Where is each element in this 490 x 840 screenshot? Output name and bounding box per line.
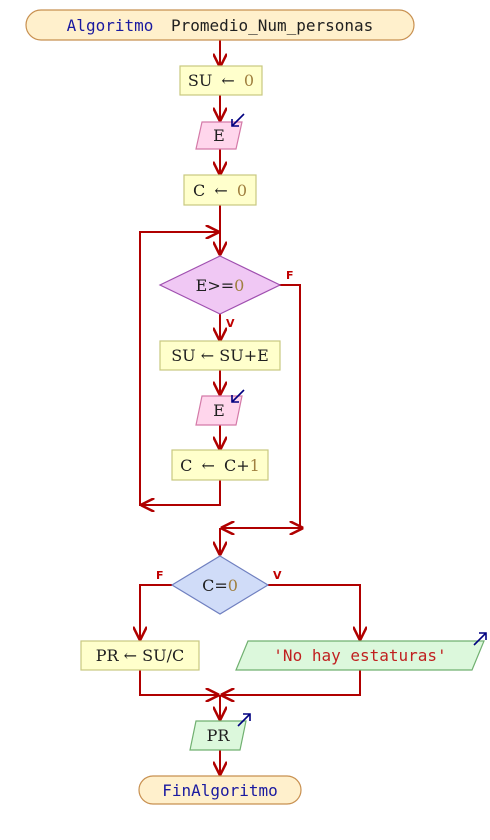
decision-if-condition: C= (202, 576, 228, 595)
decision-loop-value: 0 (234, 276, 244, 295)
svg-text:SU ← 0: SU ← 0 (188, 71, 254, 90)
assign-c-zero: C ← 0 (183, 174, 257, 206)
decision-if-true-label: V (273, 569, 282, 582)
write-message: 'No hay estaturas' (235, 632, 487, 671)
assign-c-inc-value: 1 (250, 456, 260, 475)
decision-loop-true-label: V (226, 317, 235, 330)
decision-if: C=0 F V (156, 555, 282, 615)
read-e-second: E (195, 389, 245, 426)
start-keyword: Algoritmo (67, 16, 154, 35)
assign-su-zero: SU ← 0 (179, 65, 263, 96)
assign-c-increment: C ← C+1 (171, 449, 269, 481)
read-e-first-label: E (213, 126, 225, 145)
assign-su-var: SU (188, 71, 212, 90)
assign-c-inc-var: C (180, 456, 192, 475)
write-pr: PR (189, 713, 251, 751)
decision-loop: E>=0 F V (158, 255, 294, 330)
flow-if-false (140, 584, 172, 639)
assign-c-inc-expr: C+ (224, 456, 250, 475)
flow-cond-false (222, 284, 301, 528)
svg-text:Algoritmo Promedio_Num_p: Algoritmo Promedio_Num_personas (67, 16, 374, 35)
input-arrow-icon (231, 113, 245, 127)
decision-loop-false-label: F (286, 269, 294, 282)
flow-msg-merge (222, 670, 361, 695)
flow-pr-merge (139, 670, 218, 695)
decision-if-value: 0 (228, 576, 238, 595)
write-message-text: 'No hay estaturas' (273, 646, 446, 665)
decision-loop-condition: E>= (196, 276, 235, 295)
flow-loop-back (139, 232, 221, 506)
end-keyword: FinAlgoritmo (162, 781, 278, 800)
write-pr-label: PR (207, 726, 231, 745)
assign-c-inc-arrow: ← (202, 456, 215, 475)
read-e-second-label: E (213, 401, 225, 420)
start-node: Algoritmo Promedio_Num_personas (25, 9, 415, 41)
assign-pr-text: PR ← SU/C (96, 646, 184, 665)
output-arrow-icon (473, 632, 487, 646)
flow-lines (140, 40, 360, 774)
svg-text:C ← 0: C ← 0 (193, 181, 247, 200)
flow-if-true (268, 584, 360, 639)
assign-su-sum-text: SU ← SU+E (171, 346, 269, 365)
assign-su-arrow: ← (221, 71, 234, 90)
assign-su-sum: SU ← SU+E (159, 340, 281, 371)
input-arrow-icon (231, 389, 245, 403)
assign-c-value: 0 (237, 181, 247, 200)
read-e-first: E (195, 113, 245, 150)
start-algorithm-name: Promedio_Num_personas (171, 16, 373, 35)
assign-c-var: C (193, 181, 205, 200)
assign-pr: PR ← SU/C (80, 640, 200, 671)
output-arrow-icon (237, 713, 251, 727)
decision-if-false-label: F (156, 569, 164, 582)
assign-su-value: 0 (244, 71, 254, 90)
svg-text:C ← C+1: C ← C+1 (180, 456, 260, 475)
svg-text:C=0: C=0 (202, 576, 238, 595)
end-node: FinAlgoritmo (138, 775, 302, 805)
svg-text:E>=0: E>=0 (196, 276, 245, 295)
assign-c-arrow: ← (214, 181, 227, 200)
